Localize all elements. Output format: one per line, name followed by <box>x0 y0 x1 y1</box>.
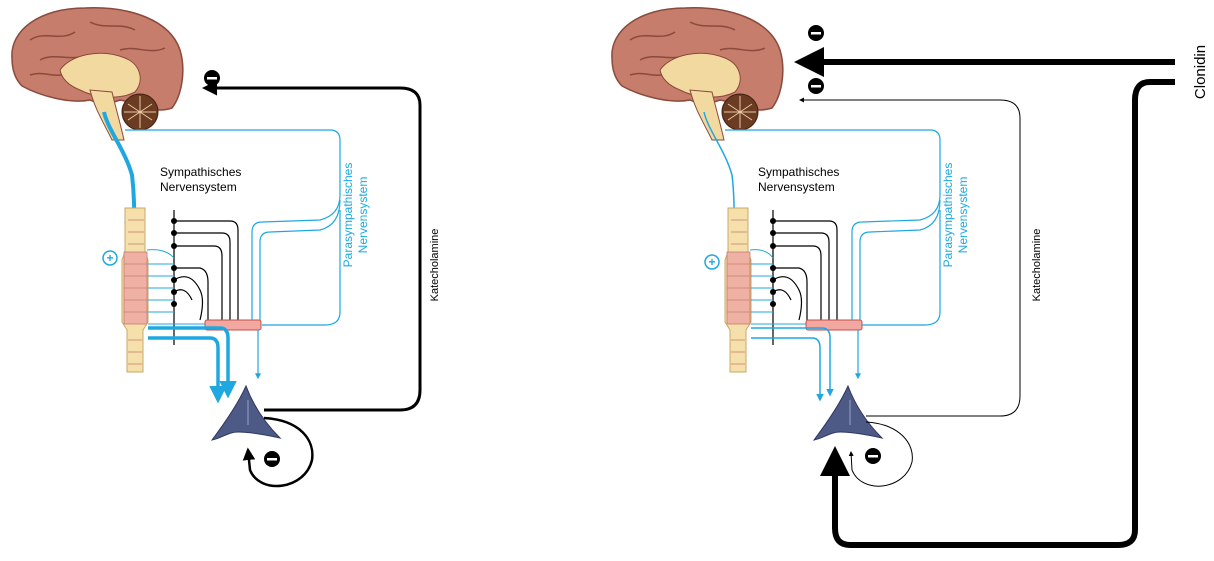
sympathetic-label-line2-right: Nervensystem <box>758 180 835 194</box>
brain-icon <box>11 7 184 141</box>
sympathetic-label-line2: Nervensystem <box>160 180 237 194</box>
parasympathetic-label-line2: Nervensystem <box>356 177 370 254</box>
minus-icon-mid-right <box>808 78 824 94</box>
target-organ-right <box>812 384 884 441</box>
left-panel: + Sympathisches Nervensystem <box>11 7 441 488</box>
spinal-column <box>121 207 149 373</box>
parasympathetic-label-line2-right: Nervensystem <box>956 177 970 254</box>
minus-icon-local <box>264 451 280 467</box>
spinal-column-right <box>724 207 752 373</box>
catecholamine-label-right: Katecholamine <box>1031 229 1043 302</box>
parasympathetic-label-line1-right: Parasympathisches <box>941 163 955 268</box>
target-organ <box>210 384 282 441</box>
svg-text:+: + <box>708 255 715 269</box>
minus-icon-local-right <box>865 448 881 464</box>
minus-icon-top-right <box>808 25 824 41</box>
parasympathetic-label-line1: Parasympathisches <box>341 163 355 268</box>
svg-text:+: + <box>106 251 113 265</box>
sympathetic-chain <box>173 210 239 345</box>
clonidine-label: Clonidin <box>1192 45 1209 99</box>
minus-icon <box>204 70 220 86</box>
sympathetic-ganglia <box>171 218 177 307</box>
sympathetic-label-line1: Sympathisches <box>160 165 241 179</box>
catecholamine-label: Katecholamine <box>429 229 441 302</box>
sympathetic-label-line1-right: Sympathisches <box>758 165 839 179</box>
right-panel: + Sympathisches Nervensystem <box>611 7 1209 548</box>
plus-icon: + <box>102 250 118 266</box>
brain-icon-right <box>611 7 784 141</box>
plus-icon-right: + <box>704 254 720 270</box>
